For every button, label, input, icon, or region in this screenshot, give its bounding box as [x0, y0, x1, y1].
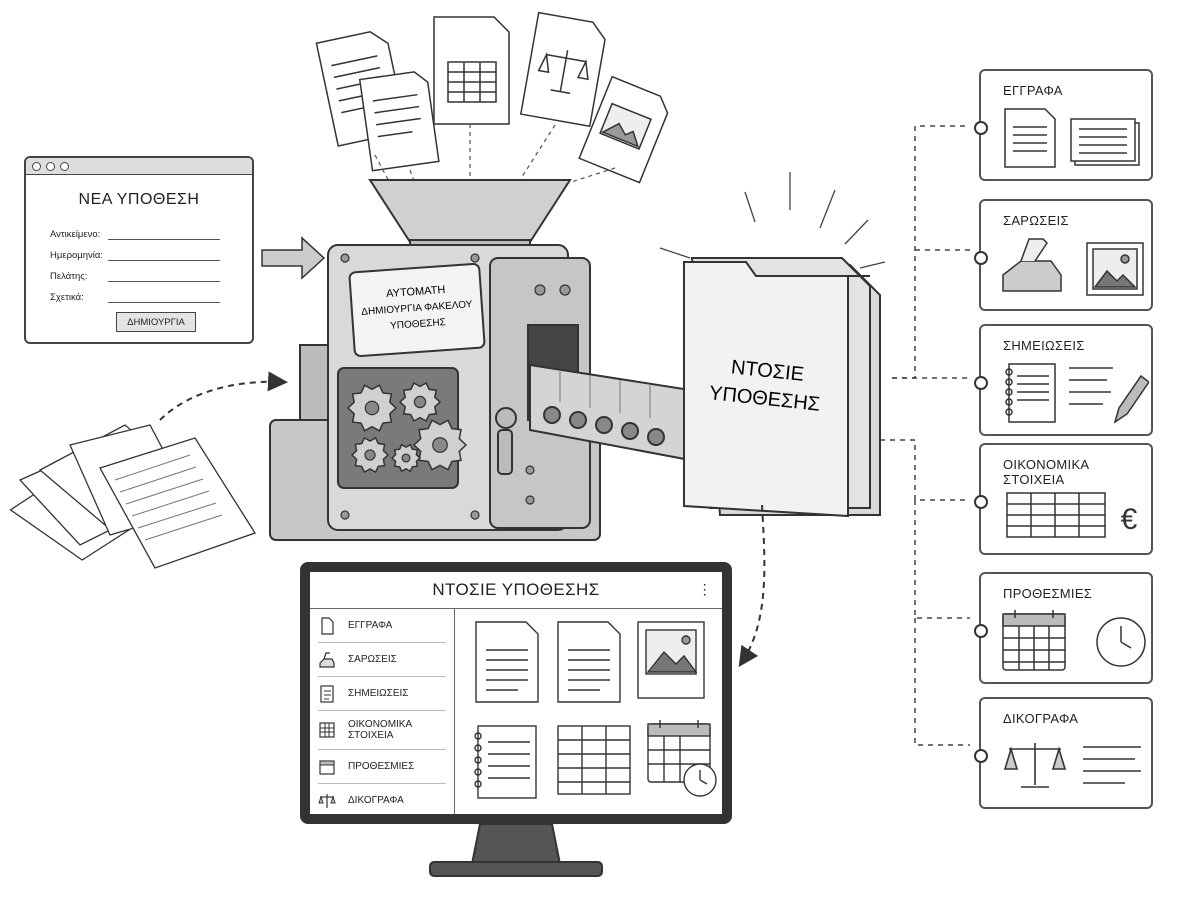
scanner-icon	[1002, 238, 1144, 296]
connector-pin	[974, 251, 988, 265]
machine-gears	[346, 381, 468, 474]
scales-icon	[318, 793, 336, 808]
form-row: Αντικείμενο:	[50, 219, 252, 240]
category-card-financial: ΟΙΚΟΝΟΜΙΚΑ ΣΤΟΙΧΕΙΑ €	[974, 443, 1153, 555]
form-row: Σχετικά:	[50, 282, 252, 303]
stack-to-machine-arrow	[159, 371, 288, 421]
scales-icon	[1003, 743, 1141, 788]
sidebar-item-label: ΣΗΜΕΙΩΣΕΙΣ	[348, 688, 409, 699]
form-to-machine-arrow	[261, 236, 326, 280]
sidebar-item-label: ΣΑΡΩΣΕΙΣ	[348, 654, 397, 665]
kebab-menu-icon[interactable]: ⋮	[697, 581, 712, 597]
category-title: ΣΑΡΩΣΕΙΣ	[1003, 213, 1069, 228]
document-tile-icon	[475, 621, 539, 703]
calendar-icon	[1002, 610, 1146, 671]
machine-hopper	[368, 179, 572, 243]
flying-text-doc-2-icon	[358, 71, 440, 172]
folder-to-monitor-arrow	[738, 504, 766, 667]
case-file-monitor: ΝΤΟΣΙΕ ΥΠΟΘΕΣΗΣ ⋮ ΕΓΓΡΑΦΑ ΣΑΡΩΣΕΙΣ ΣΗΜΕΙ…	[300, 562, 732, 824]
connector-pin	[974, 121, 988, 135]
window-titlebar	[26, 158, 252, 175]
gear-icon	[412, 419, 468, 471]
svg-text:ΥΠΟΘΕΣΗΣ: ΥΠΟΘΕΣΗΣ	[390, 317, 446, 332]
field-label: Πελάτης:	[50, 271, 88, 282]
category-title: ΟΙΚΟΝΟΜΙΚΑ ΣΤΟΙΧΕΙΑ	[1003, 457, 1089, 487]
spreadsheet-icon	[319, 722, 335, 738]
sidebar-item-documents[interactable]: ΕΓΓΡΑΦΑ	[318, 609, 446, 643]
paper-stack	[9, 424, 256, 569]
category-title: ΣΗΜΕΙΩΣΕΙΣ	[1003, 338, 1085, 353]
connector-pin	[974, 376, 988, 390]
monitor-sidebar: ΕΓΓΡΑΦΑ ΣΑΡΩΣΕΙΣ ΣΗΜΕΙΩΣΕΙΣ ΟΙΚΟΝΟΜΙΚΑ Σ…	[310, 609, 455, 814]
case-file-machine	[269, 179, 601, 541]
gear-icon	[398, 381, 442, 423]
field-label: Ημερομηνία:	[50, 250, 104, 261]
gear-icon	[350, 436, 390, 474]
svg-text:ΑΥΤΟΜΑΤΗ: ΑΥΤΟΜΑΤΗ	[386, 284, 446, 300]
document-tile-icon	[557, 621, 621, 703]
client-field[interactable]	[108, 269, 220, 282]
sidebar-item-label: ΠΡΟΘΕΣΜΙΕΣ	[348, 761, 415, 772]
notepad-icon	[1005, 363, 1149, 424]
window-dot-icon	[46, 161, 55, 171]
gear-icon	[390, 443, 422, 473]
category-card-pleadings: ΔΙΚΟΓΡΑΦΑ	[974, 697, 1153, 809]
scanner-icon	[319, 651, 335, 668]
date-field[interactable]	[108, 248, 220, 261]
window-dot-icon	[32, 161, 41, 171]
category-card-documents: ΕΓΓΡΑΦΑ	[974, 69, 1153, 181]
machine-sign	[348, 262, 486, 358]
monitor-tiles	[474, 621, 717, 799]
category-card-notes: ΣΗΜΕΙΩΣΕΙΣ	[974, 324, 1153, 436]
window-dot-icon	[60, 161, 69, 171]
folder-shine-lines	[659, 172, 886, 269]
monitor-stand	[429, 823, 603, 877]
category-title: ΕΓΓΡΑΦΑ	[1003, 83, 1063, 98]
category-card-deadlines: ΠΡΟΘΕΣΜΙΕΣ	[974, 572, 1153, 684]
form-row: Ημερομηνία:	[50, 240, 252, 261]
category-title: ΠΡΟΘΕΣΜΙΕΣ	[1003, 586, 1093, 601]
monitor-title: ΝΤΟΣΙΕ ΥΠΟΘΕΣΗΣ	[432, 580, 600, 599]
document-icon	[321, 616, 334, 635]
sidebar-item-pleadings[interactable]: ΔΙΚΟΓΡΑΦΑ	[318, 784, 446, 817]
monitor-header: ΝΤΟΣΙΕ ΥΠΟΘΕΣΗΣ ⋮	[310, 572, 722, 609]
form-title: ΝΕΑ ΥΠΟΘΕΣΗ	[78, 191, 200, 208]
connector-pin	[974, 495, 988, 509]
flying-spreadsheet-doc-icon	[433, 16, 510, 125]
category-title: ΔΙΚΟΓΡΑΦΑ	[1003, 711, 1079, 726]
related-field[interactable]	[108, 290, 220, 303]
notepad-icon	[320, 684, 334, 703]
sidebar-item-scans[interactable]: ΣΑΡΩΣΕΙΣ	[318, 643, 446, 677]
calendar-clock-tile-icon	[647, 720, 717, 797]
image-tile-icon	[637, 621, 705, 699]
calendar-icon	[319, 759, 335, 775]
flying-image-doc-icon	[578, 75, 669, 184]
euro-icon: €	[1121, 503, 1138, 536]
sidebar-item-label: ΔΙΚΟΓΡΑΦΑ	[348, 795, 404, 806]
category-card-scans: ΣΑΡΩΣΕΙΣ	[974, 199, 1153, 311]
sidebar-item-financial[interactable]: ΟΙΚΟΝΟΜΙΚΑ ΣΤΟΙΧΕΙΑ	[318, 711, 446, 750]
subject-field[interactable]	[108, 227, 220, 240]
sidebar-item-label: ΕΓΓΡΑΦΑ	[348, 620, 393, 631]
connector-pin	[974, 749, 988, 763]
new-case-window: ΝΕΑ ΥΠΟΘΕΣΗ Αντικείμενο: Ημερομηνία: Πελ…	[24, 156, 254, 344]
field-label: Σχετικά:	[50, 292, 84, 303]
spreadsheet-icon: €	[1006, 492, 1138, 538]
case-folder	[683, 257, 881, 518]
field-label: Αντικείμενο:	[50, 229, 101, 240]
category-connectors	[880, 125, 970, 746]
incoming-documents	[315, 11, 669, 184]
form-row: Πελάτης:	[50, 261, 252, 282]
document-icon	[1004, 108, 1140, 168]
sidebar-item-deadlines[interactable]: ΠΡΟΘΕΣΜΙΕΣ	[318, 750, 446, 784]
flying-scales-doc-icon	[519, 11, 606, 128]
sidebar-item-notes[interactable]: ΣΗΜΕΙΩΣΕΙΣ	[318, 677, 446, 711]
gear-icon	[346, 384, 398, 432]
notepad-tile-icon	[474, 725, 537, 799]
connector-pin	[974, 624, 988, 638]
sidebar-item-label: ΟΙΚΟΝΟΜΙΚΑ ΣΤΟΙΧΕΙΑ	[348, 719, 412, 741]
spreadsheet-tile-icon	[557, 725, 631, 795]
create-button[interactable]: ΔΗΜΙΟΥΡΓΙΑ	[116, 312, 196, 332]
